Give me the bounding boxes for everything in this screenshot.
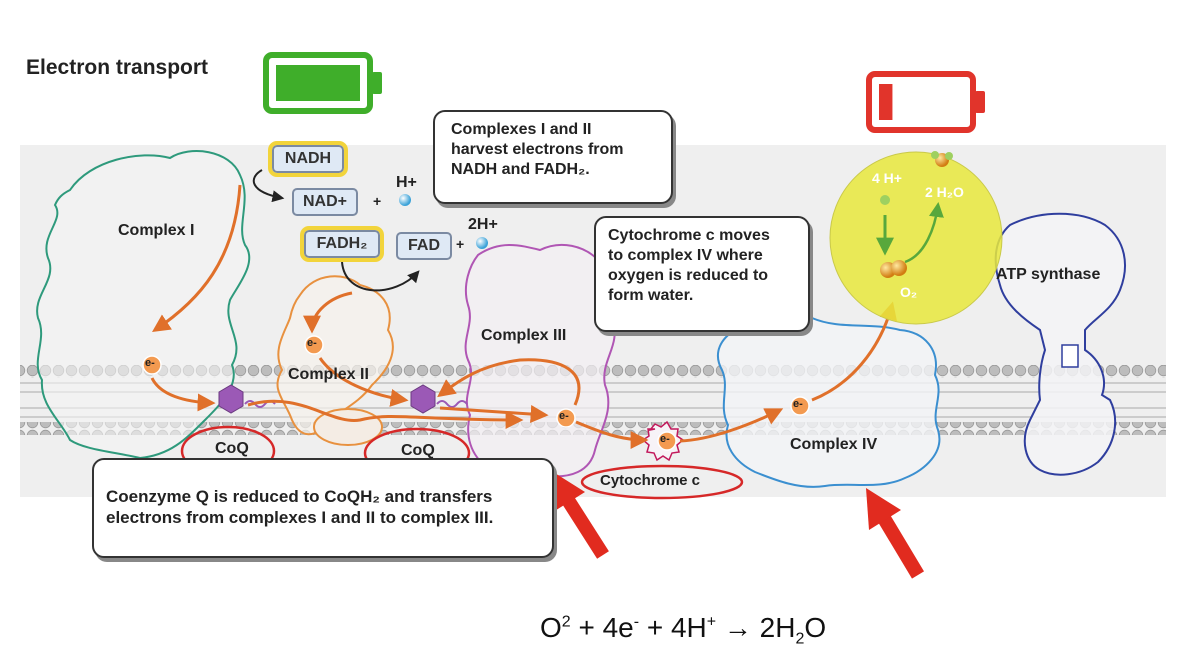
electron-label-3: e- [559,410,569,422]
h-plus-label: H+ [396,174,417,191]
coq-hexagon-left [218,384,244,414]
coq-hexagon-right [410,384,436,414]
label-coq-right: CoQ [401,442,435,459]
battery-full-icon [263,52,382,114]
label-complex-4: Complex IV [790,436,878,453]
page-title: Electron transport [26,56,209,79]
fadh2-arrow [341,261,420,292]
nadh-arrow [252,169,285,203]
two-h-plus-ball [476,237,488,249]
atp-synthase-slot [1061,344,1079,368]
electron-label-2: e- [307,337,317,349]
label-complex-3: Complex III [481,327,567,344]
four-h-plus-label: 4 H+ [872,170,902,186]
nadh-box: NADH [268,141,348,177]
label-complex-1: Complex I [118,222,195,239]
label-coq-left: CoQ [215,440,249,457]
label-complex-2: Complex II [288,366,369,383]
h-plus-ball [399,194,411,206]
fadh2-box: FADH₂ [300,226,384,262]
complex-3-shape [464,243,616,483]
electron-label-1: e- [145,357,155,369]
plus-1: + [373,193,382,209]
red-pointer-arrow-right [866,488,925,579]
battery-low-icon [866,71,985,133]
plus-2: + [456,236,465,252]
label-cytochrome-c: Cytochrome c [600,472,701,489]
two-h-plus-label: 2H+ [468,216,498,233]
o2-label: O₂ [900,284,918,300]
atp-synthase-shape [994,212,1126,476]
water-ball-h2 [945,152,953,160]
fad-box: FAD [396,232,452,260]
electron-label-4: e- [660,433,670,445]
red-pointer-arrow-left [550,470,609,559]
nad-plus-box: NAD+ [292,188,358,216]
two-h2o-label: 2 H₂O [925,184,964,200]
callout-cytochrome-c: Cytochrome c moves to complex IV where o… [594,216,810,332]
reaction-equation: O2 + 4e- + 4H+ → 2H2O [540,612,827,648]
four-h-ball [880,195,890,205]
oxygen-highlight [829,151,1003,325]
complex-1-shape [36,150,251,460]
label-atp-synthase: ATP synthase [996,266,1101,283]
electron-markers [142,335,810,451]
o2-to-water-arrow [904,202,944,264]
electron-label-5: e- [793,398,803,410]
callout-complexes-1-2: Complexes I and II harvest electrons fro… [433,110,673,204]
callout-coenzyme-q: Coenzyme Q is reduced to CoQH₂ and trans… [92,458,554,558]
complex-4-shape [716,316,941,488]
water-ball-h1 [931,151,939,159]
coq-tail-right [436,400,468,408]
o2-ball-2 [891,260,907,276]
